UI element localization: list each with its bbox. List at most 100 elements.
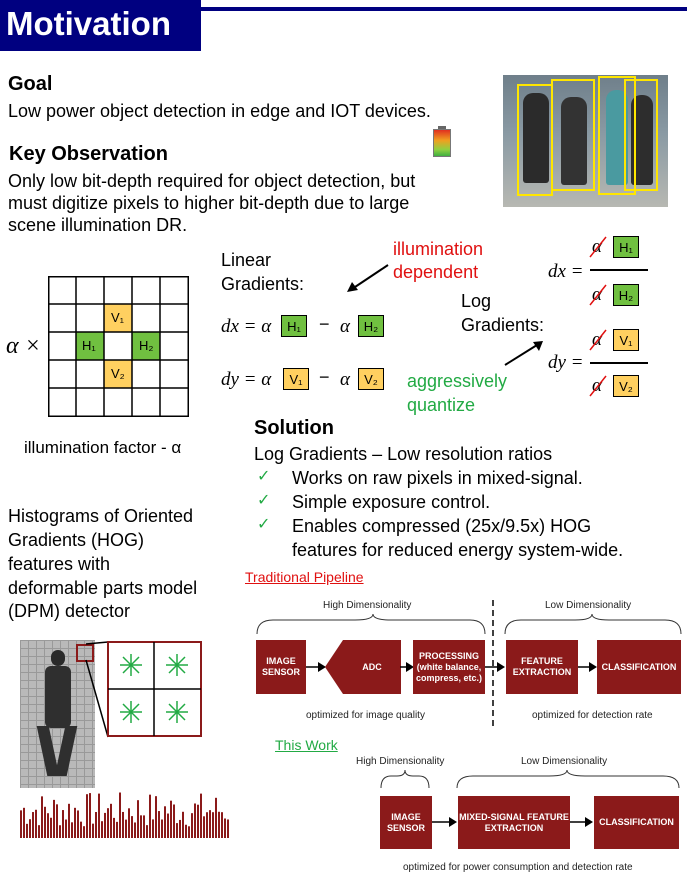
linear-dy-lhs: dy = α	[221, 369, 272, 390]
histogram-bar	[92, 823, 94, 838]
histogram-bar	[215, 797, 217, 838]
histogram-bar	[107, 808, 109, 838]
arrow-icon	[570, 817, 593, 827]
illumination-caption: illumination factor - α	[24, 438, 182, 457]
hog-line-5: (DPM) detector	[8, 601, 131, 621]
aggressively-quantize-2: quantize	[407, 395, 476, 415]
log-dy-alpha-bottom: α	[592, 375, 602, 396]
this-work-low-dim: Low Dimensionality	[521, 756, 608, 767]
histogram-bar	[80, 821, 82, 838]
key-observation-heading: Key Observation	[9, 143, 168, 165]
histogram-bar	[140, 815, 142, 838]
trad-classification-block: CLASSIFICATION	[597, 640, 681, 694]
histogram-bar	[200, 793, 202, 838]
aggressively-quantize-1: aggressively	[407, 371, 508, 391]
histogram-bar	[95, 812, 97, 838]
log-dx-lhs: dx =	[548, 261, 584, 282]
hog-cells-zoom	[107, 641, 202, 737]
log-dy-fraction-bar	[590, 362, 648, 364]
check-icon: ✓	[257, 492, 271, 509]
hog-histogram	[20, 792, 229, 838]
goal-text: Low power object detection in edge and I…	[8, 101, 431, 121]
adc-shape	[325, 640, 401, 694]
linear-h1-box: H₁	[281, 315, 307, 337]
linear-label-1: Linear	[221, 250, 272, 270]
log-v1-box: V₁	[613, 329, 639, 351]
histogram-bar	[182, 811, 184, 838]
arrow-icon	[432, 817, 457, 827]
histogram-bar	[137, 800, 139, 838]
histogram-bar	[35, 809, 37, 838]
trad-feature-extraction-block: FEATURE EXTRACTION	[506, 640, 578, 694]
hog-line-3: features with	[8, 554, 111, 574]
histogram-bar	[44, 806, 46, 838]
histogram-bar	[161, 819, 163, 838]
grid-cell-v2: V₂	[111, 366, 125, 381]
histogram-bar	[62, 810, 64, 838]
traditional-low-dim: Low Dimensionality	[545, 600, 632, 611]
hog-line-2: Gradients (HOG)	[8, 530, 145, 550]
illumination-dependent-1: illumination	[393, 239, 484, 259]
histogram-bar	[26, 823, 28, 838]
histogram-bar	[146, 825, 148, 838]
histogram-bar	[113, 817, 115, 838]
check-icon: ✓	[257, 516, 271, 533]
histogram-bar	[143, 815, 145, 838]
histogram-bar	[41, 796, 43, 838]
log-label-2: Gradients:	[461, 315, 545, 335]
histogram-bar	[134, 822, 136, 838]
histogram-bar	[65, 819, 67, 838]
histogram-bar	[116, 821, 118, 838]
histogram-bar	[188, 826, 190, 838]
linear-dx-minus: −	[319, 314, 330, 334]
arrow-to-log-icon	[504, 341, 543, 366]
key-observation-line-1: Only low bit-depth required for object d…	[8, 171, 416, 191]
histogram-bar	[47, 813, 49, 838]
tw-mixed-signal-block: MIXED-SIGNAL FEATURE EXTRACTION	[458, 796, 570, 849]
histogram-bar	[104, 812, 106, 838]
this-work-link[interactable]: This Work	[275, 737, 338, 753]
trad-adc-block: ADC	[362, 661, 382, 672]
grid-cell-v1: V₁	[111, 310, 125, 325]
solution-bullet-1: Works on raw pixels in mixed-signal.	[292, 468, 583, 488]
alpha-strike-marks	[589, 236, 607, 397]
histogram-bar	[68, 803, 70, 838]
arrow-icon	[578, 662, 597, 672]
pixel-grid	[48, 276, 189, 417]
log-dx-alpha-bottom: α	[592, 284, 602, 305]
histogram-bar	[53, 799, 55, 838]
histogram-bar	[119, 792, 121, 838]
histogram-bar	[77, 810, 79, 838]
tw-image-sensor-block: IMAGE SENSOR	[380, 796, 432, 849]
histogram-bar	[164, 806, 166, 838]
histogram-bar	[185, 824, 187, 838]
histogram-bar	[194, 803, 196, 838]
linear-dx-alpha: α	[340, 316, 350, 337]
pipeline-divider	[492, 600, 494, 730]
alpha-multiplier: α ×	[6, 333, 41, 359]
histogram-bar	[83, 826, 85, 838]
trad-image-sensor-block: IMAGE SENSOR	[256, 640, 306, 694]
histogram-bar	[209, 810, 211, 838]
histogram-bar	[152, 819, 154, 838]
histogram-bar	[221, 812, 223, 838]
hog-line-1: Histograms of Oriented	[8, 506, 194, 526]
histogram-bar	[203, 816, 205, 838]
traditional-caption-left: optimized for image quality	[306, 710, 425, 721]
histogram-bar	[86, 794, 88, 838]
histogram-bar	[131, 816, 133, 838]
log-v2-box: V₂	[613, 375, 639, 397]
hog-person-image	[20, 640, 95, 788]
linear-v1-box: V₁	[283, 368, 309, 390]
histogram-bar	[224, 818, 226, 838]
linear-h2-box: H₂	[358, 315, 384, 337]
linear-dy-minus: −	[319, 367, 330, 387]
histogram-bar	[167, 813, 169, 838]
histogram-bar	[59, 825, 61, 838]
linear-label-2: Gradients:	[221, 274, 305, 294]
log-dy-lhs: dy =	[548, 352, 584, 373]
solution-bullet-3: Enables compressed (25x/9.5x) HOG	[292, 516, 592, 536]
histogram-bar	[191, 813, 193, 838]
arrow-to-linear-icon	[347, 264, 389, 292]
traditional-pipeline-link[interactable]: Traditional Pipeline	[245, 569, 364, 585]
